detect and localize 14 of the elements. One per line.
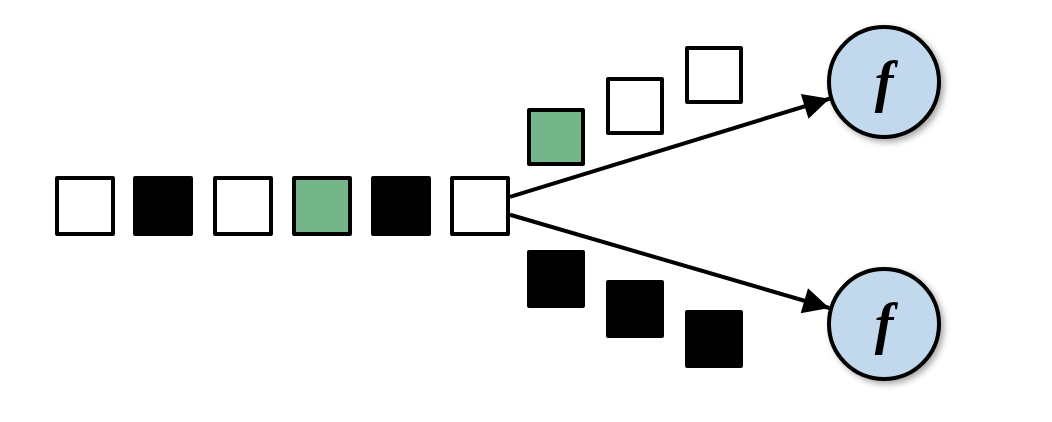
square <box>55 176 115 236</box>
square <box>685 46 743 104</box>
square <box>213 176 273 236</box>
square <box>133 176 193 236</box>
arrow <box>509 212 830 314</box>
square <box>292 176 352 236</box>
square <box>606 77 664 135</box>
square <box>606 280 664 338</box>
square <box>527 250 585 308</box>
arrow <box>509 93 831 199</box>
square <box>527 108 585 166</box>
square <box>685 310 743 368</box>
square <box>371 176 431 236</box>
square <box>450 176 510 236</box>
